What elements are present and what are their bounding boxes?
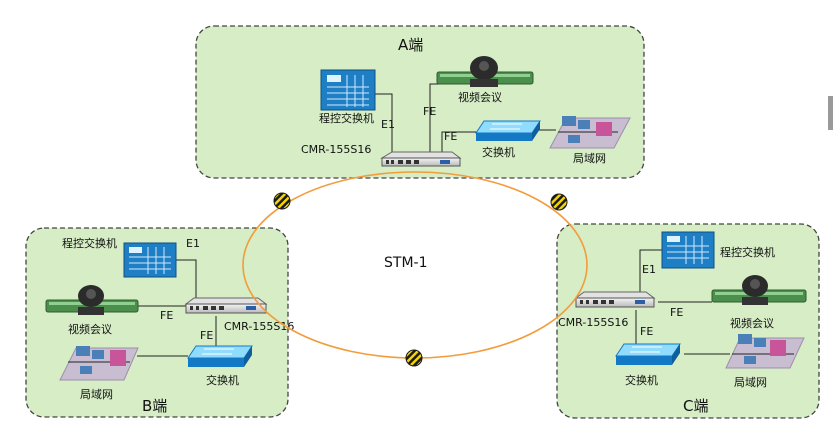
lan-icon	[549, 116, 631, 149]
video-label: 视频会议	[68, 322, 112, 336]
pbx-label: 程控交换机	[720, 245, 775, 259]
video-label: 视频会议	[458, 90, 502, 104]
link-fe-switch-label: FE	[640, 325, 653, 338]
site-c-area	[556, 223, 820, 419]
lan-label: 局域网	[573, 152, 606, 165]
mux-label: CMR-155S16	[301, 143, 371, 156]
lan-icon	[725, 334, 805, 369]
pbx-label: 程控交换机	[62, 236, 117, 250]
link-fe-switch-label: FE	[444, 130, 457, 143]
lan-icon	[59, 346, 139, 381]
switch-icon	[475, 120, 541, 141]
mux-label: CMR-155S16	[224, 320, 294, 333]
site-b: B端 程控交换机 E1 视频会议 FE	[25, 227, 294, 418]
video-label: 视频会议	[730, 316, 774, 330]
link-fe-switch-label: FE	[200, 329, 213, 342]
lan-label: 局域网	[734, 376, 767, 389]
site-a-title: A端	[398, 36, 423, 54]
link-fe-video-label: FE	[670, 306, 683, 319]
link-e1-label: E1	[642, 263, 656, 276]
ring-node-marker-icon	[550, 193, 568, 211]
pbx-icon	[661, 231, 715, 269]
site-c: C端 程控交换机 E1 CMR-155S16 FE FE	[556, 223, 820, 419]
site-b-title: B端	[142, 397, 167, 415]
switch-icon	[615, 343, 681, 365]
video-conference-icon	[45, 285, 139, 315]
pbx-icon	[320, 69, 376, 111]
mux-icon	[574, 291, 656, 308]
ring-node-marker-icon	[273, 192, 291, 210]
switch-label: 交换机	[482, 145, 515, 159]
link-e1-label: E1	[381, 118, 395, 131]
ring-label: STM-1	[384, 255, 427, 271]
link-fe-video-label: FE	[160, 309, 173, 322]
pbx-label: 程控交换机	[319, 111, 374, 125]
mux-icon	[380, 151, 462, 167]
site-a: A端 程控交换机 E1 视频会议 FE	[195, 25, 645, 179]
mux-label: CMR-155S16	[558, 316, 628, 329]
switch-label: 交换机	[625, 373, 658, 387]
edge-fragment	[828, 96, 833, 130]
video-conference-icon	[711, 275, 807, 305]
link-fe-video-label: FE	[423, 105, 436, 118]
switch-label: 交换机	[206, 373, 239, 387]
pbx-icon	[123, 242, 177, 278]
mux-icon	[184, 297, 268, 314]
video-conference-icon	[436, 56, 534, 87]
ring-node-marker-icon	[405, 349, 423, 367]
switch-icon	[187, 345, 253, 367]
site-c-title: C端	[683, 397, 708, 415]
lan-label: 局域网	[80, 388, 113, 401]
link-e1-label: E1	[186, 237, 200, 250]
